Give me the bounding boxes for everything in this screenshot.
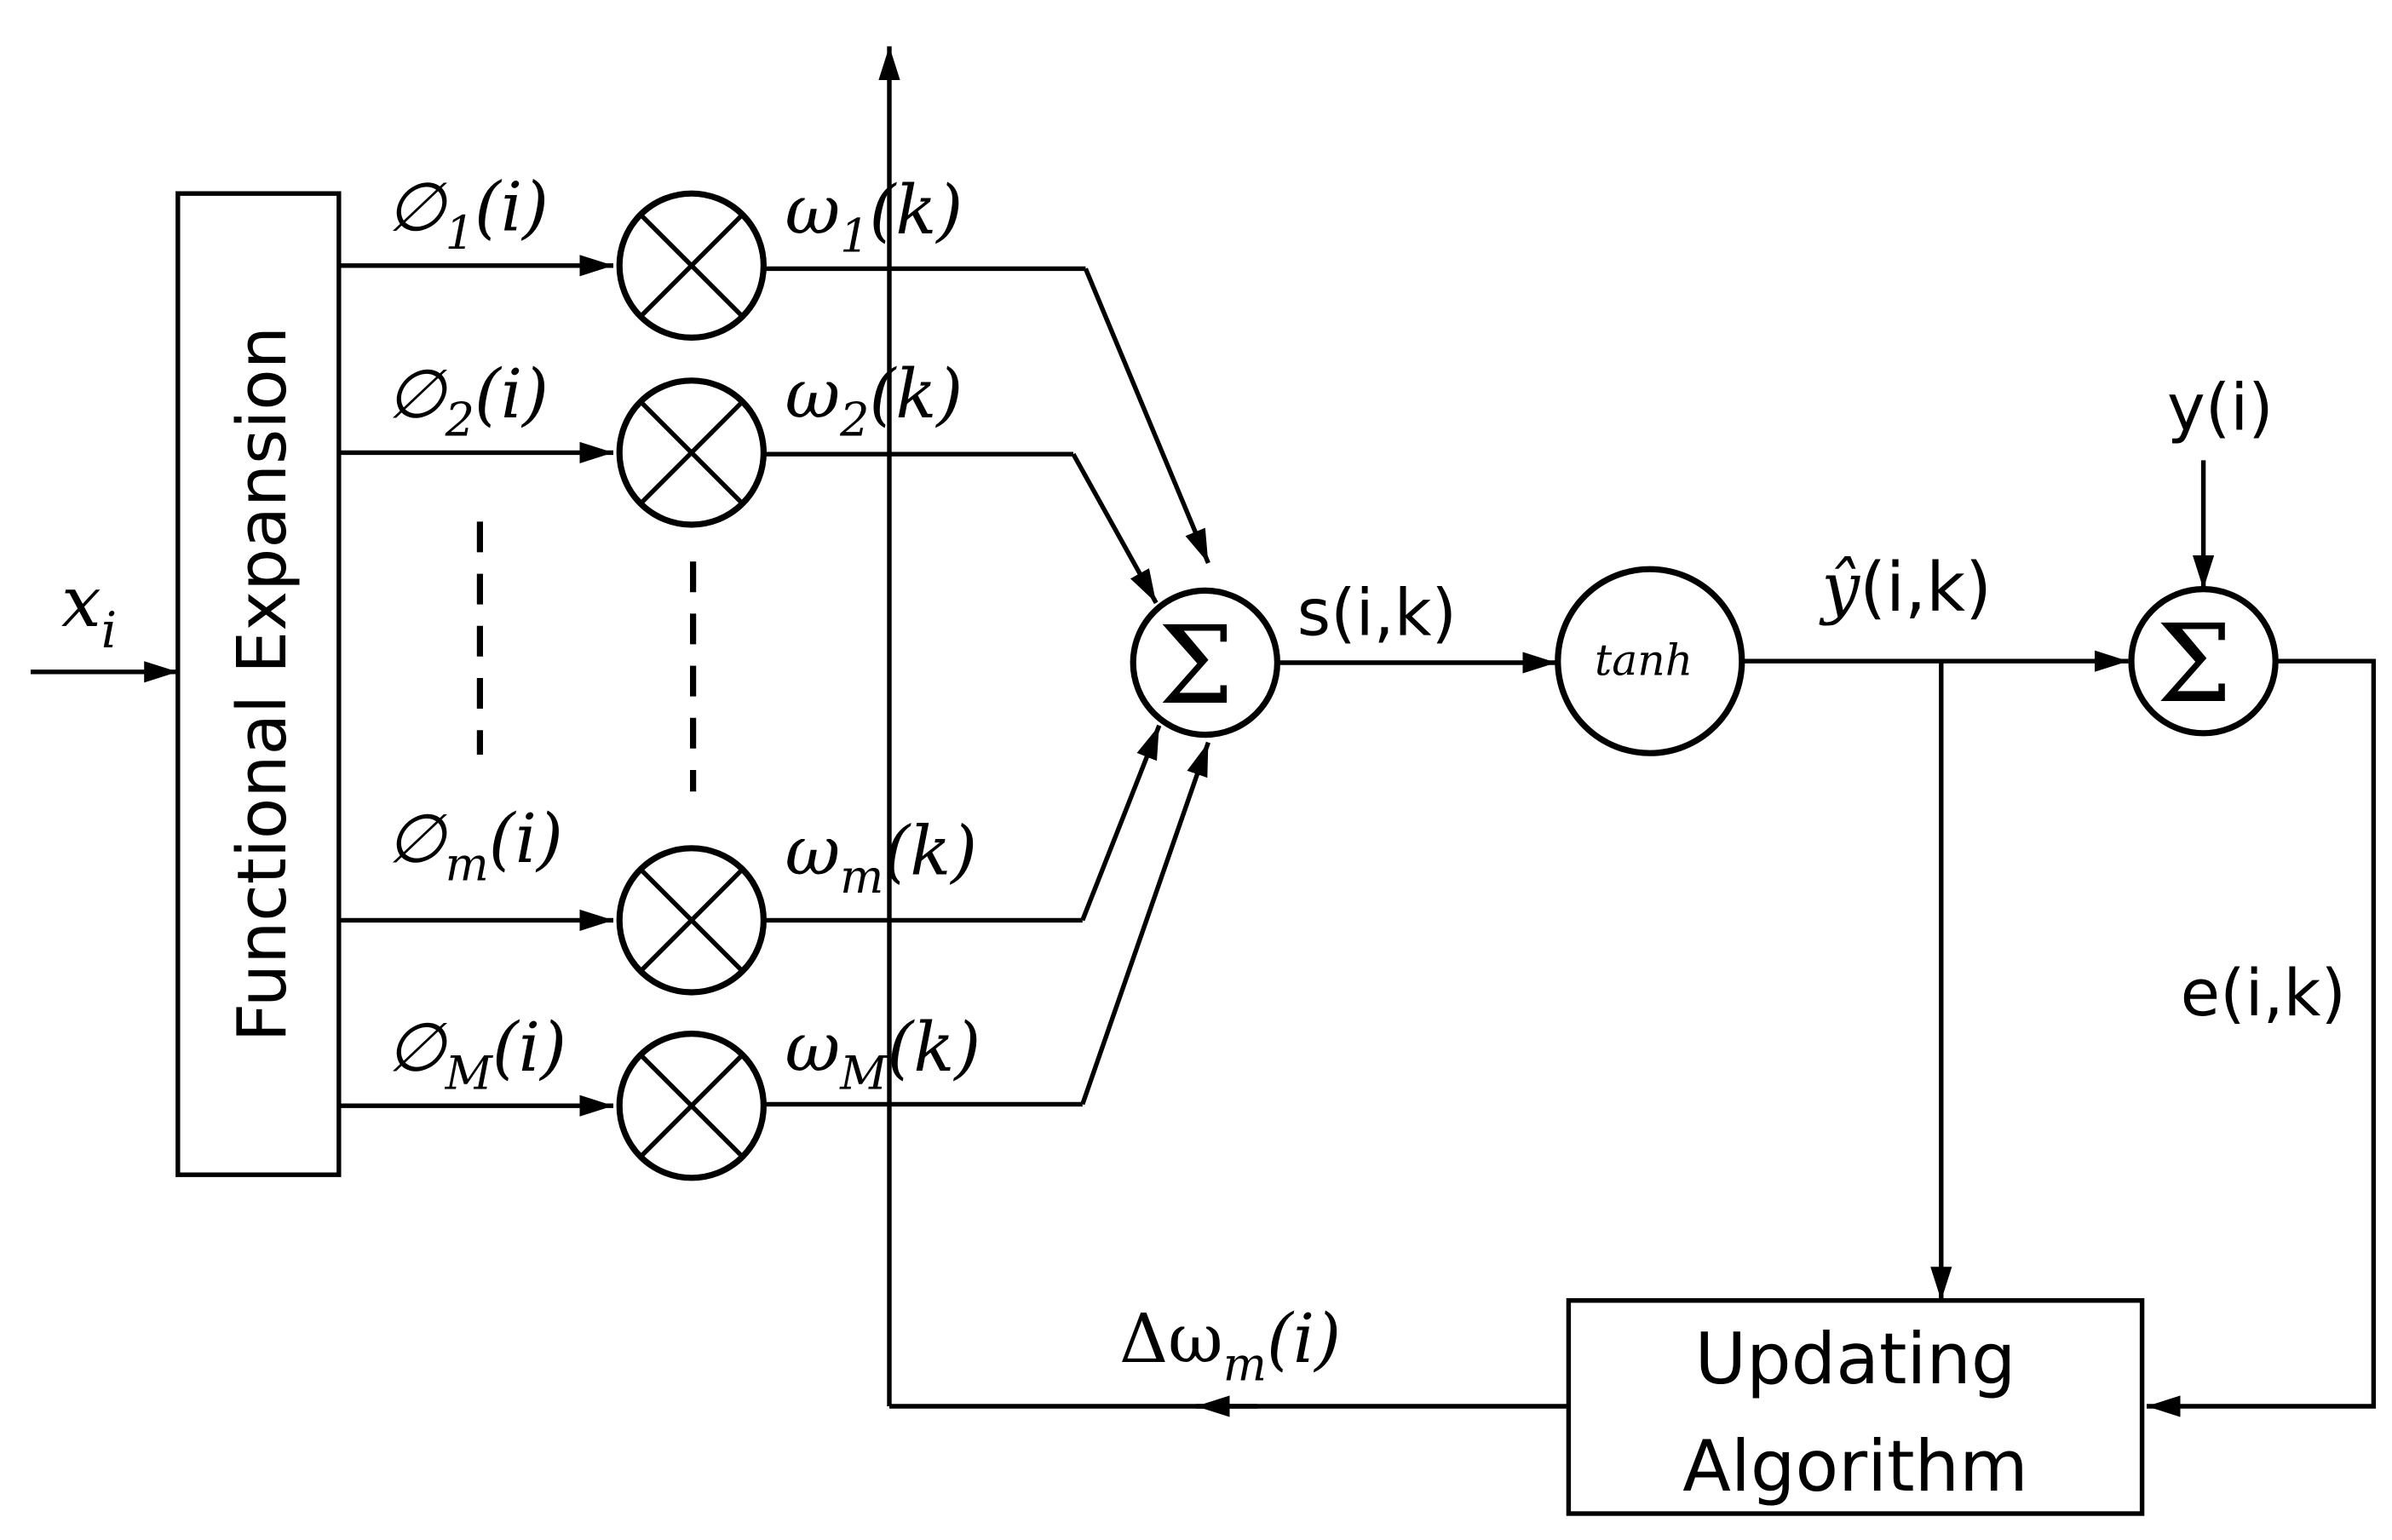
multiplier-2	[616, 377, 768, 528]
updating-algorithm-line1: Updating	[1695, 1318, 2016, 1400]
error-summation-symbol: Σ	[2156, 601, 2232, 727]
summation-symbol: Σ	[1158, 603, 1233, 728]
multiplier-m	[616, 845, 768, 996]
delta-w-label: Δωm(i)	[1119, 1299, 1341, 1392]
phiM-label: ∅M(i)	[387, 1008, 566, 1100]
wm-label: ωm(k)	[785, 811, 978, 904]
functional-expansion-label: Functional Expansion	[222, 326, 302, 1042]
y-label: y(i)	[2167, 370, 2274, 445]
input-label: xi	[61, 560, 117, 659]
wm-to-sum	[1080, 724, 1162, 922]
wM-label: ωM(k)	[785, 1008, 981, 1100]
s-label: s(i,k)	[1297, 576, 1457, 651]
yhat-label: ŷ(i,k)	[1819, 548, 1992, 627]
phi1-label: ∅1(i)	[387, 167, 549, 260]
w1-to-sum	[1083, 267, 1210, 565]
tanh-label: tanh	[1595, 635, 1693, 685]
wM-to-sum	[1080, 741, 1210, 1106]
w2-label: ω2(k)	[785, 354, 963, 447]
updating-algorithm-line2: Algorithm	[1682, 1425, 2028, 1508]
phi2-label: ∅2(i)	[387, 354, 549, 447]
w1-label: ω1(k)	[785, 170, 963, 263]
w2-to-sum	[1071, 452, 1159, 605]
multiplier-M	[616, 1031, 768, 1181]
phim-label: ∅m(i)	[387, 799, 563, 892]
multiplier-1	[616, 190, 768, 342]
e-label: e(i,k)	[2181, 956, 2346, 1031]
functional-expansion-block	[175, 191, 342, 1177]
error-path	[2147, 658, 2377, 1417]
